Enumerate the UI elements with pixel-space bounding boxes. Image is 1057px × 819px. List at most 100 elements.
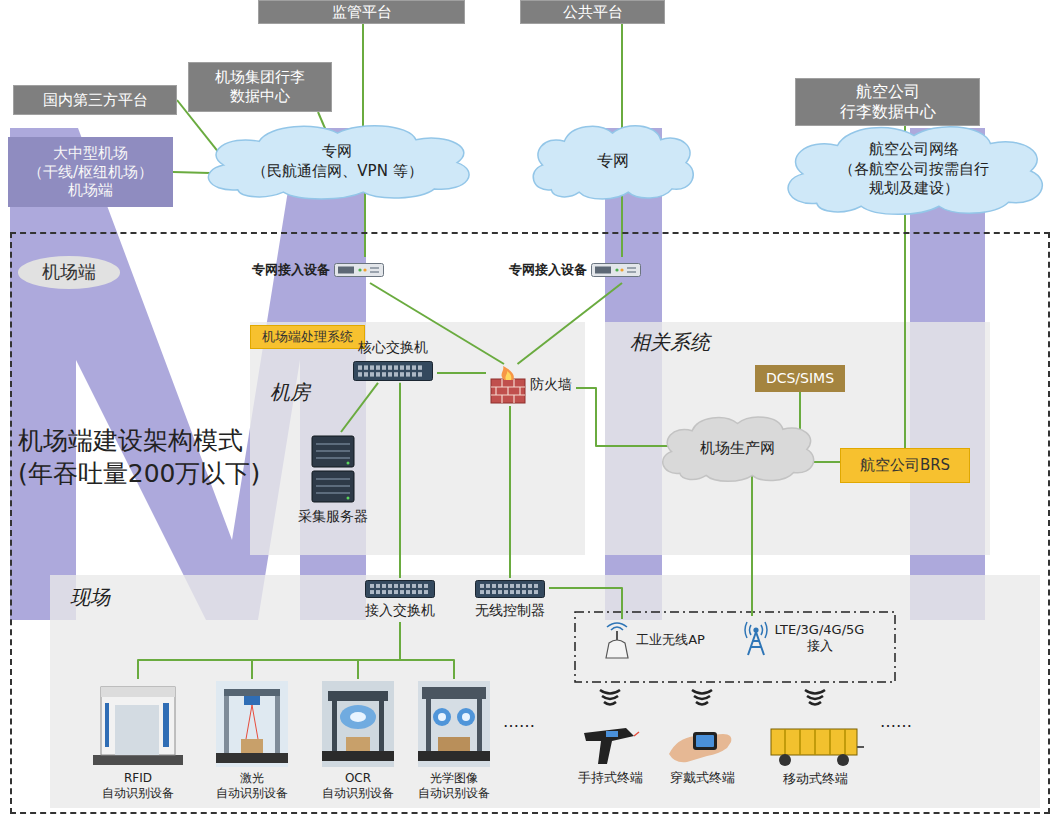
icon-part bbox=[771, 729, 857, 755]
firewall-icon bbox=[490, 366, 526, 404]
icon-part bbox=[224, 689, 280, 696]
icon-part bbox=[522, 584, 526, 588]
icon-part bbox=[400, 372, 404, 376]
icon-part bbox=[504, 584, 508, 588]
node-label: 穿戴式终端 bbox=[670, 770, 735, 786]
icon-part bbox=[382, 372, 386, 376]
icon-part bbox=[615, 268, 618, 271]
core-switch: 核心交换机 bbox=[349, 337, 437, 383]
airport-box: 大中型机场 （干线/枢纽机场） 机场端 bbox=[8, 137, 173, 207]
connector-line bbox=[138, 622, 400, 679]
wireless-group-frame bbox=[575, 612, 895, 682]
icon-part bbox=[275, 689, 280, 755]
icon-part bbox=[502, 366, 514, 380]
wireless-controller-icon bbox=[475, 580, 545, 598]
icon-part bbox=[627, 267, 636, 269]
node-content: 移动式终端 bbox=[765, 723, 865, 787]
icon-part bbox=[376, 590, 380, 594]
node-label: 专网 bbox=[597, 151, 629, 171]
icon-part bbox=[522, 590, 526, 594]
icon-part bbox=[370, 271, 379, 273]
node-content: 无线控制器 bbox=[475, 580, 545, 620]
cloud-shape bbox=[195, 120, 480, 202]
icon-part bbox=[394, 372, 398, 376]
icon-part bbox=[350, 712, 366, 722]
node-label: 专网接入设备 bbox=[252, 262, 330, 278]
icon-part bbox=[364, 365, 368, 369]
icon-part bbox=[400, 590, 404, 594]
node-label: 手持式终端 bbox=[578, 770, 643, 786]
icon-part bbox=[533, 126, 693, 199]
icon-part bbox=[486, 584, 490, 588]
core-switch-icon bbox=[353, 361, 433, 381]
icon-part bbox=[312, 436, 354, 467]
node-content: 机场集团行李 数据中心 bbox=[214, 68, 306, 106]
connector-line bbox=[621, 24, 623, 140]
icon-part bbox=[607, 623, 627, 627]
node-label: 工业无线AP bbox=[636, 632, 705, 648]
icon-part bbox=[370, 590, 374, 594]
node-content: 工业无线AP bbox=[602, 621, 705, 659]
node-content: 专网接入设备 bbox=[509, 262, 641, 278]
icon-part bbox=[426, 699, 431, 753]
panel-ground bbox=[605, 322, 990, 555]
icon-part bbox=[627, 271, 636, 273]
connector-line bbox=[358, 622, 400, 679]
icon-part bbox=[592, 264, 641, 277]
icon-part bbox=[418, 372, 422, 376]
node-label: 大中型机场 （干线/枢纽机场） 机场端 bbox=[27, 144, 155, 200]
machine-room-panel: 机房机场端处理系统核心交换机防火墙采集服务器 bbox=[250, 322, 585, 555]
node-content: 航空公司BRS bbox=[860, 456, 950, 475]
network-cloud: 专网（民航通信网、VPN 等） bbox=[195, 120, 480, 202]
node-label: 采集服务器 bbox=[298, 508, 368, 526]
panel-heading: 现场 bbox=[70, 585, 110, 610]
wireless-controller: 无线控制器 bbox=[471, 578, 549, 622]
icon-part bbox=[418, 365, 422, 369]
icon-part bbox=[406, 372, 410, 376]
node-content: 穿戴式终端 bbox=[667, 724, 737, 786]
icon-part bbox=[358, 365, 362, 369]
node-content: 监管平台 bbox=[332, 3, 392, 22]
ellipsis-mark: …… bbox=[503, 712, 535, 733]
recognition-device: OCR 自动识别设备 bbox=[314, 679, 402, 803]
node-label: 国内第三方平台 bbox=[43, 91, 148, 110]
icon-part bbox=[510, 590, 514, 594]
node-label: RFID 自动识别设备 bbox=[101, 771, 175, 801]
icon-part bbox=[534, 584, 538, 588]
icon-part bbox=[480, 590, 484, 594]
icon-part bbox=[328, 691, 388, 701]
connector-line bbox=[904, 198, 906, 448]
terminal-device-icon bbox=[667, 724, 737, 766]
icon-part bbox=[358, 372, 362, 376]
node-label: 专网 bbox=[322, 142, 352, 161]
connector-line bbox=[576, 388, 675, 446]
mode-title: 机场端建设架构模式 (年吞吐量200万以下) bbox=[18, 425, 263, 490]
icon-part bbox=[498, 584, 502, 588]
icon-part bbox=[101, 687, 175, 755]
connector-line bbox=[399, 383, 401, 578]
icon-part bbox=[584, 728, 634, 764]
node-content: OCR 自动识别设备 bbox=[321, 681, 395, 801]
recognition-device-icon bbox=[93, 681, 183, 767]
icon-part bbox=[504, 590, 508, 594]
connector-line bbox=[751, 464, 753, 616]
related-systems-panel: 相关系统DCS/SIMS机场生产网航空公司BRS bbox=[605, 322, 990, 555]
icon-part bbox=[528, 584, 532, 588]
node-content: 专网接入设备 bbox=[252, 262, 384, 278]
wireless-signal bbox=[600, 690, 825, 705]
node-label: （民航通信网、VPN 等） bbox=[252, 162, 422, 181]
node-content: 手持式终端 bbox=[578, 724, 643, 786]
panel-ground bbox=[250, 322, 585, 555]
icon-part bbox=[491, 379, 525, 403]
collector-server: 采集服务器 bbox=[290, 432, 375, 528]
node-label: 机场生产网 bbox=[700, 439, 775, 458]
node-label: LTE/3G/4G/5G 接入 bbox=[774, 622, 866, 655]
network-access-device: 专网接入设备 bbox=[248, 257, 388, 283]
node-label: 防火墙 bbox=[530, 376, 572, 394]
icon-part bbox=[105, 703, 109, 747]
node-content: 大中型机场 （干线/枢纽机场） 机场端 bbox=[27, 144, 155, 200]
node-label: 核心交换机 bbox=[358, 339, 428, 357]
panel-ground bbox=[50, 575, 1040, 808]
icon-part bbox=[346, 462, 349, 465]
